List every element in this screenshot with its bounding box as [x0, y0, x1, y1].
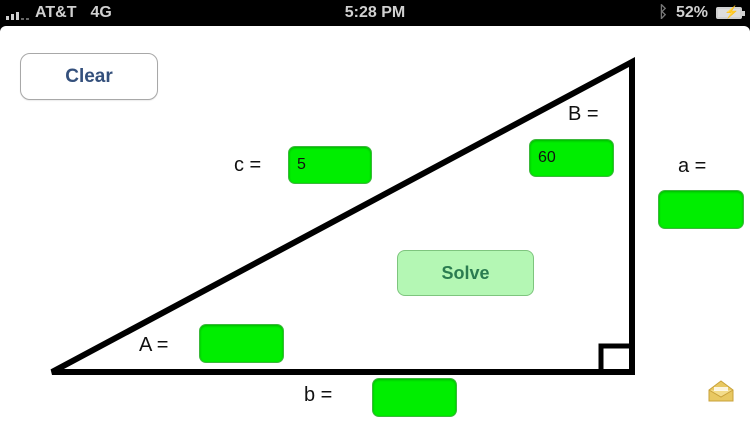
app-screen: Clear c = 5 B = 60 a = Solve A = b = — [0, 26, 750, 423]
angle-A-input[interactable] — [199, 324, 284, 363]
network-label: 4G — [90, 4, 112, 21]
mail-envelope-icon[interactable] — [706, 378, 736, 404]
battery-charging-icon: ⚡ — [716, 5, 745, 19]
status-time: 5:28 PM — [344, 4, 406, 21]
side-a-label: a = — [678, 155, 707, 177]
clear-button[interactable]: Clear — [20, 53, 158, 100]
angle-B-input[interactable]: 60 — [529, 139, 614, 177]
side-b-label: b = — [304, 384, 333, 406]
solve-button[interactable]: Solve — [397, 250, 534, 296]
status-left: AT&T 4G — [6, 4, 112, 22]
side-c-label: c = — [234, 154, 262, 176]
battery-percent: 52% — [675, 4, 708, 21]
side-c-input[interactable]: 5 — [288, 146, 372, 184]
angle-A-label: A = — [139, 334, 169, 356]
angle-B-label: B = — [568, 103, 599, 125]
signal-icon — [6, 10, 29, 20]
status-bar: AT&T 4G 5:28 PM ᛒ 52% ⚡ — [0, 0, 750, 26]
right-angle-marker — [598, 343, 632, 372]
status-right: ᛒ 52% ⚡ — [658, 4, 745, 22]
carrier-label: AT&T — [35, 4, 77, 21]
bluetooth-icon: ᛒ — [658, 4, 668, 21]
side-b-input[interactable] — [372, 378, 457, 417]
side-a-input[interactable] — [658, 190, 744, 229]
